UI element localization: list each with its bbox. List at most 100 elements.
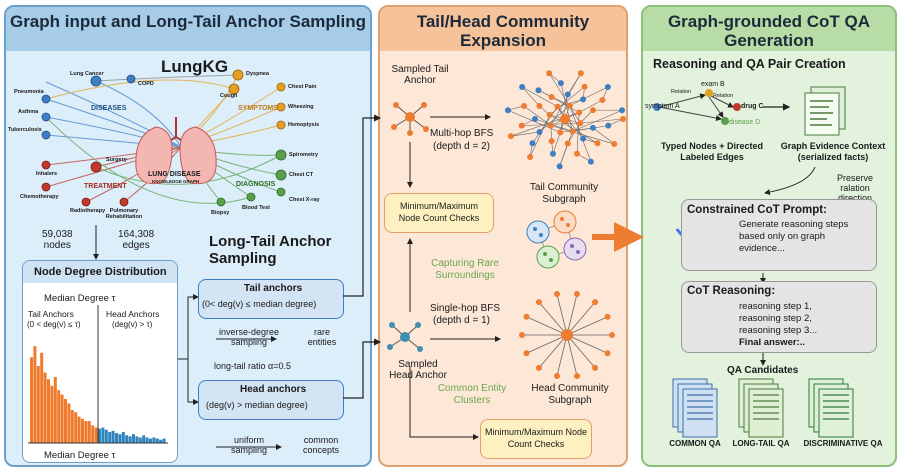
community-node [536,103,543,110]
constrained-cot-prompt-box [681,199,877,271]
community-node [611,141,618,148]
community-node [536,128,543,135]
kg-node-tuberculosis: Tuberculosis [8,127,42,133]
tail-box-title: Tail anchors [244,283,303,294]
head-anchors-box [198,380,344,420]
kg-node-biopsy: Biopsy [211,210,230,216]
qa-type-common: COMMON QA [669,439,721,448]
category-diagnosis: DIAGNOSIS [236,181,276,188]
kg-center-line1: LUNG DISEASE [148,171,201,178]
community-node [504,107,511,114]
kg-node-cough: Cough [220,93,238,99]
histogram-bar [87,421,91,443]
sampling-title: Long-Tail Anchor Sampling [209,233,332,267]
kg-node-pneumonia: Pneumonia [14,89,44,95]
head-community-subgraph-label: Head Community Subgraph [531,383,609,406]
mini-relation-1: Relation [671,89,692,95]
histogram-bar [138,437,142,443]
kg-node-radiotherapy: Radiotherapy [70,208,106,214]
kg-node-inhalers: Inhalers [36,171,58,177]
histogram-bar [94,427,98,443]
median-top-label: Median Degree τ [44,293,116,304]
tail-anchor-node [560,114,570,124]
community-node [547,122,554,129]
community-node [577,70,584,77]
panel-title-cot-qa: Graph-grounded CoT QA Generation [643,7,895,51]
reasoning-subtitle: Reasoning and QA Pair Creation [653,57,846,71]
community-node [589,107,596,114]
histogram-bar [132,434,135,443]
histogram-bar [40,352,44,443]
histogram-bar [98,428,101,443]
qa-type-discriminative: DISCRIMINATIVE QA [803,439,883,448]
head-community-node [535,299,542,306]
head-anchors-cond: (deg(v) > τ) [112,320,153,329]
community-node [548,138,555,145]
head-community-node [553,291,560,298]
histogram-bar [162,438,166,443]
degree-histogram [28,305,168,444]
community-node [605,122,612,129]
qa-type-long-tail: LONG-TAIL QA [732,439,790,448]
community-node [604,83,611,90]
degree-dist-title: Node Degree Distribution [34,266,167,278]
community-node [548,93,555,100]
tail-anchors-box [198,279,344,319]
community-node [564,91,571,98]
community-node [554,103,561,110]
long-tail-ratio: long-tail ratio α=0.5 [214,361,291,371]
median-bottom-label: Median Degree τ [44,450,116,461]
histogram-bar [128,436,132,443]
histogram-bar [64,399,67,443]
community-node [576,109,583,116]
head-community-node [604,313,611,320]
head-community-node [553,372,560,379]
histogram-bar [77,416,81,443]
histogram-bar [121,432,125,443]
community-node [580,135,587,142]
singlehop-bfs-label: Single-hop BFS [430,303,501,314]
histogram-bar [115,433,118,443]
community-node [581,83,588,90]
community-expansion-panel: Tail/Head Community Expansion Sampled Ta… [378,5,628,467]
mini-disease-d: disease D [729,119,761,126]
histogram-bar [101,427,105,443]
panel-title-graph-input: Graph input and Long-Tail Anchor Samplin… [6,7,370,51]
community-node [532,116,538,122]
histogram-bar [70,410,74,443]
histogram-bar [36,366,40,443]
mini-symptom-a: symptom A [645,103,680,110]
tail-anchors-label: Tail Anchors [28,309,74,319]
kg-node-chest-ct: Chest CT [289,172,314,178]
mini-drug-c: drug C [741,103,764,110]
head-community-node [604,350,611,357]
kg-node-lung-cancer: Lung Cancer [70,71,104,77]
histogram-bar [104,429,108,443]
community-node [546,70,553,77]
common-concepts: common concepts [302,435,340,455]
prompt-body: Generate reasoning steps based only on g… [739,219,849,254]
prompt-title: Constrained CoT Prompt: [687,204,827,216]
multihop-bfs-label: Multi-hop BFS [430,128,494,139]
tail-anchors-cond: (0 < deg(v) ≤ τ) [27,320,81,329]
reasoning-step-3: reasoning step 3... [739,325,818,336]
node-count-check-box-2 [480,419,592,459]
qa-graphics [653,86,854,438]
histogram-bar [108,432,112,443]
community-node [599,97,606,104]
kg-node-hemoptysis: Hemoptysis [288,122,320,128]
community-node [507,133,514,140]
histogram-bar [74,412,78,443]
community-node [589,124,596,131]
community-node [619,107,626,114]
histogram-bar [145,437,149,443]
community-node [519,83,526,90]
kg-node-asthma: Asthma [18,109,39,115]
cot-qa-generation-panel: Graph-grounded CoT QA Generation Reasoni… [641,5,897,467]
node-count-check-label-1: Minimum/Maximum Node Count Checks [398,201,480,223]
head-community-node [592,364,599,371]
rare-entities: rare entities [307,327,337,347]
uniform-sampling: uniform sampling [230,435,268,455]
